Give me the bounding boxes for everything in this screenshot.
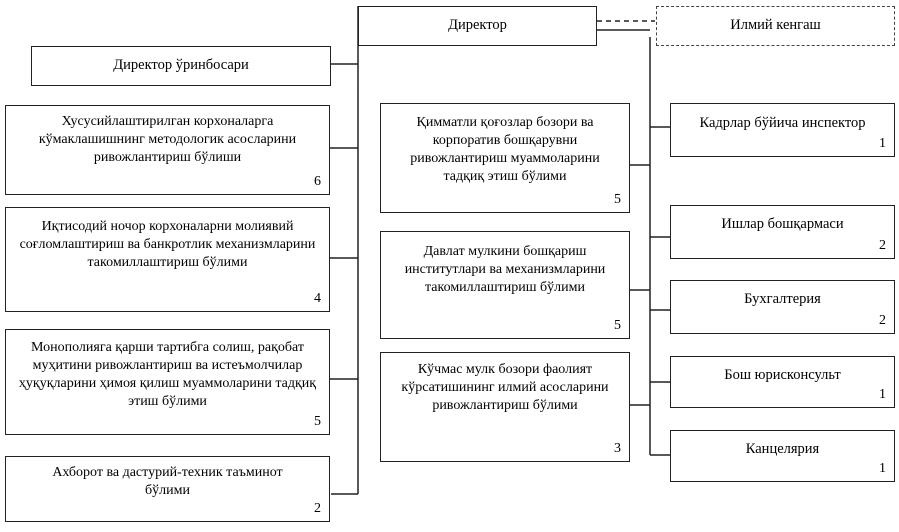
department-name: Кўчмас мулк бозори фаолият кўрсатишининг… bbox=[401, 362, 609, 413]
unit-name: Канцелярия bbox=[745, 441, 820, 457]
department-name: Иқтисодий ночор корхоналарни молиявий со… bbox=[19, 219, 316, 270]
middle-department-3: Кўчмас мулк бозори фаолият кўрсатишининг… bbox=[380, 352, 630, 462]
director-label: Директор bbox=[448, 17, 507, 33]
scientific-council-label: Илмий кенгаш bbox=[730, 17, 821, 33]
department-name: Давлат мулкини бошқариш институтлари ва … bbox=[404, 244, 606, 295]
middle-department-2: Давлат мулкини бошқариш институтлари ва … bbox=[380, 231, 630, 339]
staff-count: 1 bbox=[879, 387, 886, 402]
right-unit-5: Канцелярия 1 bbox=[670, 430, 895, 482]
department-name: Ахборот ва дастурий-техник таъминот бўли… bbox=[52, 465, 283, 498]
staff-count: 1 bbox=[879, 461, 886, 476]
deputy-director-label: Директор ўринбосари bbox=[113, 57, 249, 73]
unit-name: Бош юрисконсульт bbox=[724, 367, 841, 383]
staff-count: 1 bbox=[879, 136, 886, 151]
middle-department-1: Қимматли қоғозлар бозори ва корпоратив б… bbox=[380, 103, 630, 213]
left-department-4: Ахборот ва дастурий-техник таъминот бўли… bbox=[5, 456, 330, 522]
unit-name: Бухгалтерия bbox=[744, 291, 821, 307]
deputy-director-box: Директор ўринбосари bbox=[31, 46, 331, 86]
staff-count: 6 bbox=[314, 174, 321, 189]
staff-count: 2 bbox=[879, 313, 886, 328]
staff-count: 2 bbox=[314, 501, 321, 516]
left-department-1: Хусусийлаштирилган корхоналарга кўмаклаш… bbox=[5, 105, 330, 195]
left-department-2: Иқтисодий ночор корхоналарни молиявий со… bbox=[5, 207, 330, 312]
scientific-council-box: Илмий кенгаш bbox=[656, 6, 895, 46]
staff-count: 4 bbox=[314, 291, 321, 306]
staff-count: 5 bbox=[614, 192, 621, 207]
left-department-3: Монополияга қарши тартибга солиш, рақоба… bbox=[5, 329, 330, 435]
department-name: Хусусийлаштирилган корхоналарга кўмаклаш… bbox=[38, 114, 297, 165]
right-unit-1: Кадрлар бўйича инспектор 1 bbox=[670, 103, 895, 157]
right-unit-4: Бош юрисконсульт 1 bbox=[670, 356, 895, 408]
department-name: Монополияга қарши тартибга солиш, рақоба… bbox=[18, 340, 317, 409]
right-unit-3: Бухгалтерия 2 bbox=[670, 280, 895, 334]
staff-count: 5 bbox=[314, 414, 321, 429]
department-name: Қимматли қоғозлар бозори ва корпоратив б… bbox=[410, 115, 600, 184]
unit-name: Ишлар бошқармаси bbox=[721, 216, 844, 232]
staff-count: 3 bbox=[614, 441, 621, 456]
right-unit-2: Ишлар бошқармаси 2 bbox=[670, 205, 895, 259]
staff-count: 2 bbox=[879, 238, 886, 253]
staff-count: 5 bbox=[614, 318, 621, 333]
unit-name: Кадрлар бўйича инспектор bbox=[699, 115, 866, 131]
director-box: Директор bbox=[358, 6, 597, 46]
